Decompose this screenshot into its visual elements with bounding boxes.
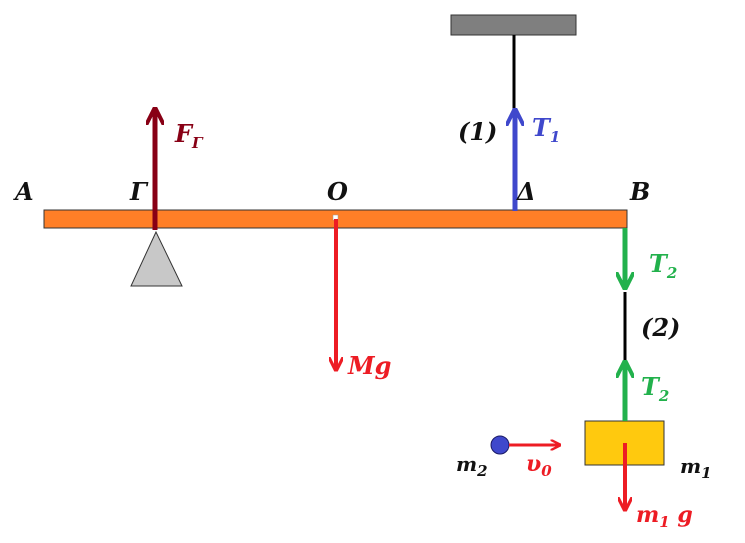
point-label-delta: Δ — [516, 177, 536, 206]
mass-m1-label: m1 — [680, 454, 712, 482]
force-T1-label: T1 — [532, 113, 560, 146]
point-label-B: B — [629, 177, 650, 206]
point-label-A: A — [13, 177, 34, 206]
mass-m2-label: m2 — [456, 452, 488, 480]
ball-m2 — [490, 435, 510, 455]
velocity-v0-label: υ0 — [526, 451, 552, 480]
force-T2-lower-label: T2 — [641, 372, 669, 405]
fulcrum-support — [130, 230, 183, 287]
force-F-gamma-label: FΓ — [174, 119, 204, 152]
string-1-label: (1) — [458, 117, 497, 146]
point-label-gamma: Γ — [129, 177, 149, 206]
point-label-O: O — [327, 177, 348, 206]
string-2-label: (2) — [641, 313, 680, 342]
force-Mg-label: Mg — [347, 351, 391, 380]
force-T2-upper-label: T2 — [649, 249, 677, 282]
force-m1g-label: m1 g — [636, 502, 693, 531]
ceiling — [450, 14, 577, 36]
